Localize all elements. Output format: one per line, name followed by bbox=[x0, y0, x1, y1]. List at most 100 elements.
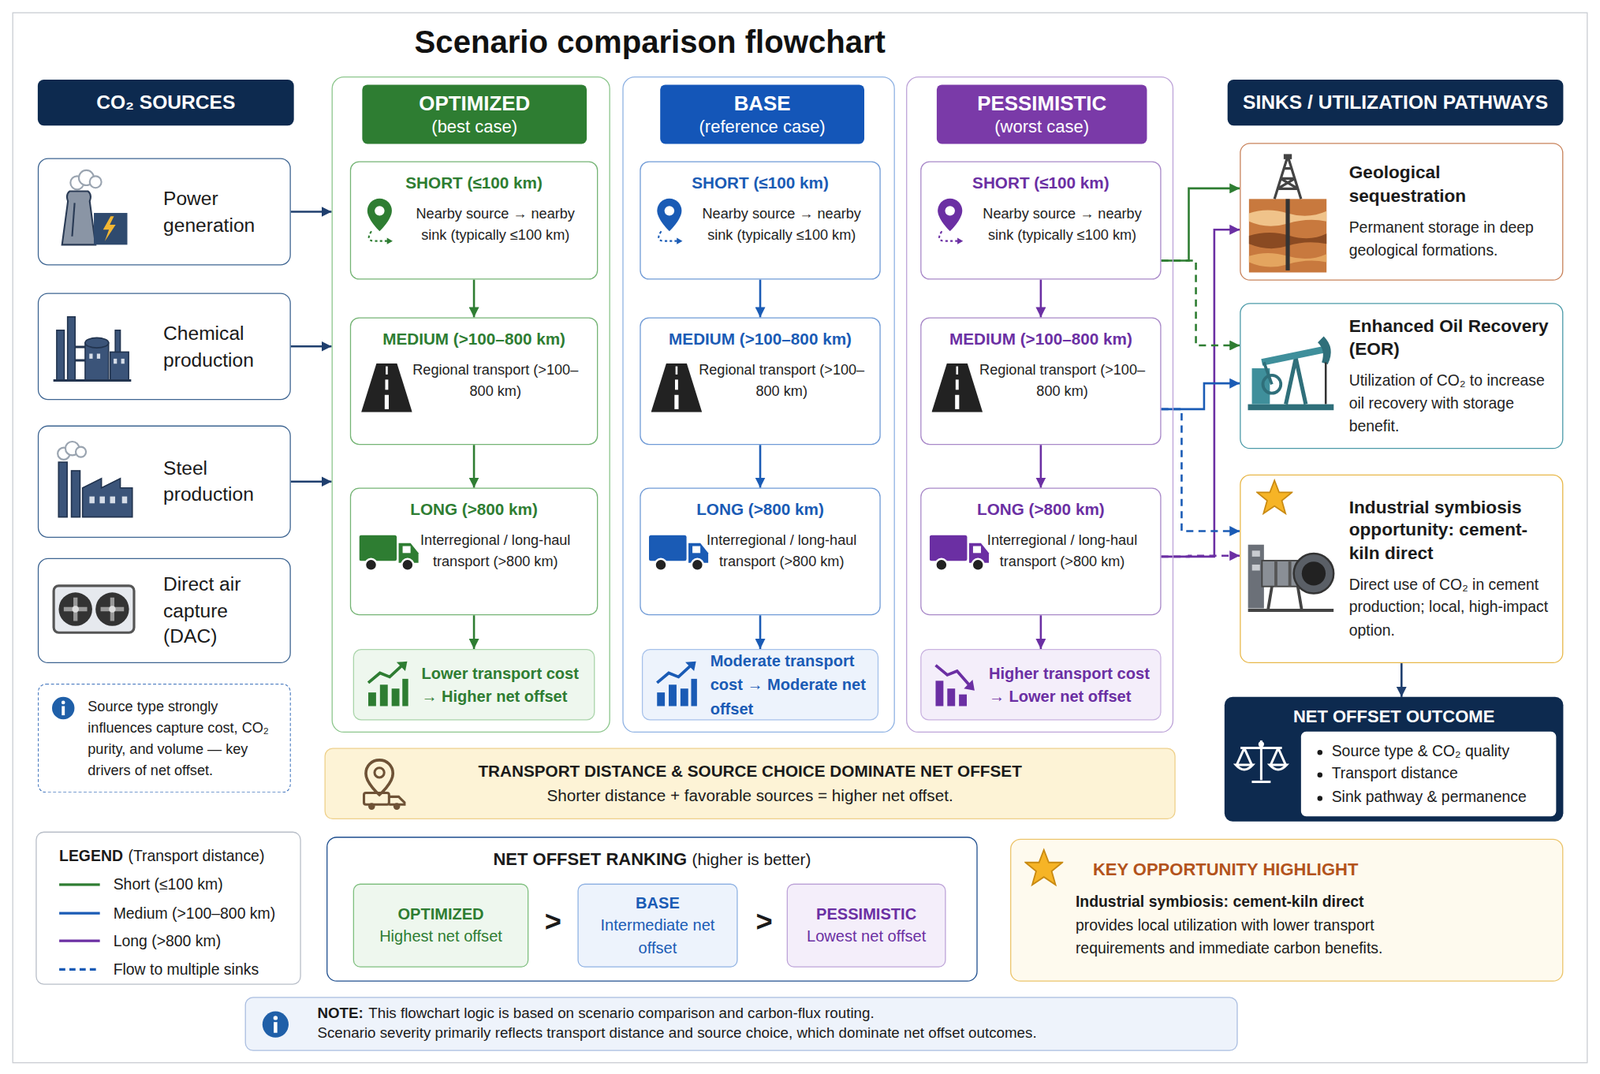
box-text: Nearby source → nearby sink (typically ≤… bbox=[648, 203, 872, 247]
bullet-row: Transport distance bbox=[1317, 762, 1548, 786]
section-header: CO₂ SOURCES bbox=[37, 79, 295, 126]
box-text: provides local utilization with lower tr… bbox=[1075, 913, 1433, 960]
footnote-box: NOTE:This flowchart logic is based on sc… bbox=[245, 996, 1239, 1052]
rising-chart-icon bbox=[366, 660, 410, 709]
connector bbox=[1040, 615, 1043, 649]
info-icon bbox=[261, 1010, 290, 1039]
truck-icon bbox=[929, 530, 992, 574]
legend-text: Flow to multiple sinks bbox=[113, 958, 259, 980]
info-icon bbox=[51, 696, 76, 721]
legend-box: LEGEND(Transport distance)Short (≤100 km… bbox=[35, 831, 301, 985]
rising-chart-icon bbox=[655, 660, 698, 709]
box-text: Regional transport (>100–800 km) bbox=[929, 358, 1153, 402]
legend-sample bbox=[59, 963, 101, 974]
box-text: Steel production bbox=[163, 455, 282, 508]
box-text: Interregional / long-haul transport (>80… bbox=[648, 529, 872, 573]
connector bbox=[473, 444, 476, 488]
box-heading: KEY OPPORTUNITY HIGHLIGHT bbox=[1075, 860, 1547, 881]
falling-chart-icon bbox=[933, 660, 977, 709]
box-text: Nearby source → nearby sink (typically ≤… bbox=[358, 203, 589, 247]
box-heading: OPTIMIZED bbox=[397, 903, 484, 926]
dac-unit-icon bbox=[52, 580, 136, 638]
highlight-box: KEY OPPORTUNITY HIGHLIGHTIndustrial symb… bbox=[1010, 839, 1563, 982]
box-text: Intermediate net offset bbox=[582, 914, 733, 959]
box-heading: PESSIMISTIC bbox=[936, 90, 1148, 116]
rank-box: BASEIntermediate net offset bbox=[577, 883, 738, 968]
box-heading: LONG (>800 km) bbox=[648, 500, 872, 519]
scenario-column: OPTIMIZED(best case) SHORT (≤100 km)Near… bbox=[331, 76, 611, 733]
box-text: CO₂ SOURCES bbox=[96, 91, 235, 114]
box-text: Utilization of CO₂ to increase oil recov… bbox=[1349, 369, 1553, 438]
legend-sample bbox=[59, 936, 101, 947]
distance-box: LONG (>800 km)Interregional / long-haul … bbox=[920, 488, 1161, 616]
distance-box: SHORT (≤100 km) Nearby source → nearby si… bbox=[639, 160, 881, 280]
box-text: Shorter distance + favorable sources = h… bbox=[546, 786, 953, 806]
box-text: Highest net offset bbox=[379, 925, 503, 948]
box-heading: OPTIMIZED bbox=[361, 90, 587, 116]
rank-separator: > bbox=[749, 906, 780, 939]
scenario-column: PESSIMISTIC(worst case) SHORT (≤100 km)N… bbox=[906, 76, 1174, 733]
outcome-box: Higher transport cost → Lower net offset bbox=[920, 648, 1161, 721]
box-text: Regional transport (>100–800 km) bbox=[358, 358, 589, 402]
connector bbox=[1040, 279, 1043, 318]
location-pin-icon bbox=[933, 195, 966, 247]
cement-kiln-icon bbox=[1245, 537, 1336, 617]
box-text: (higher is better) bbox=[692, 850, 812, 869]
list-item: Transport distance bbox=[1331, 762, 1459, 786]
box-text: This flowchart logic is based on scenari… bbox=[368, 1005, 874, 1022]
bullet-row: Sink pathway & permanence bbox=[1317, 785, 1548, 809]
box-text: Direct air capture (DAC) bbox=[163, 571, 282, 651]
location-pin-icon bbox=[652, 195, 686, 247]
box-heading: LONG (>800 km) bbox=[929, 500, 1153, 519]
connector bbox=[290, 345, 332, 348]
bullet-row: Source type & CO₂ quality bbox=[1317, 739, 1548, 763]
source-box: Power generation bbox=[37, 158, 291, 266]
section-header: SINKS / UTILIZATION PATHWAYS bbox=[1227, 79, 1564, 126]
box-heading: PESSIMISTIC bbox=[816, 903, 917, 926]
box-text: (reference case) bbox=[660, 115, 865, 138]
box-text: Permanent storage in deep geological for… bbox=[1349, 216, 1553, 262]
box-heading: TRANSPORT DISTANCE & SOURCE CHOICE DOMIN… bbox=[477, 762, 1022, 781]
connector bbox=[473, 615, 476, 649]
scenario-header: PESSIMISTIC(worst case) bbox=[936, 84, 1148, 144]
legend-text: Short (≤100 km) bbox=[113, 874, 224, 896]
box-heading: BASE bbox=[635, 892, 680, 915]
road-icon bbox=[931, 363, 983, 413]
box-heading: Enhanced Oil Recovery (EOR) bbox=[1349, 314, 1553, 362]
outcome-summary: NET OFFSET OUTCOME Source type & CO₂ qual… bbox=[1224, 697, 1564, 822]
steel-plant-icon bbox=[49, 437, 136, 524]
box-heading: SHORT (≤100 km) bbox=[648, 174, 872, 193]
truck-icon bbox=[648, 530, 711, 574]
connector bbox=[290, 210, 332, 213]
key-message-band: TRANSPORT DISTANCE & SOURCE CHOICE DOMIN… bbox=[324, 748, 1175, 821]
legend-sample bbox=[59, 879, 101, 890]
power-plant-icon bbox=[52, 167, 136, 251]
box-heading: BASE bbox=[660, 90, 865, 116]
road-icon bbox=[361, 363, 413, 413]
box-text: Interregional / long-haul transport (>80… bbox=[358, 529, 589, 573]
box-heading: LONG (>800 km) bbox=[358, 500, 589, 519]
connector bbox=[473, 279, 476, 318]
box-text: Moderate transport cost → Moderate net o… bbox=[710, 648, 870, 720]
source-box: Direct air capture (DAC) bbox=[37, 558, 291, 664]
box-heading: SHORT (≤100 km) bbox=[929, 174, 1153, 193]
bullet-dot bbox=[1317, 772, 1323, 778]
sink-box: Industrial symbiosis opportunity: cement… bbox=[1239, 474, 1563, 664]
box-text: Power generation bbox=[163, 185, 282, 238]
box-heading: MEDIUM (>100–800 km) bbox=[358, 330, 589, 349]
box-text: Lower transport cost → Higher net offset bbox=[421, 660, 586, 709]
connector bbox=[290, 480, 332, 483]
scenario-header: OPTIMIZED(best case) bbox=[361, 84, 587, 144]
bullet-dot bbox=[1317, 795, 1323, 801]
distance-box: SHORT (≤100 km)Nearby source → nearby si… bbox=[920, 160, 1161, 280]
chemical-plant-icon bbox=[49, 302, 134, 387]
rank-box: PESSIMISTICLowest net offset bbox=[786, 883, 947, 968]
connector bbox=[759, 279, 762, 318]
box-heading: Geological sequestration bbox=[1349, 161, 1553, 209]
rank-separator: > bbox=[537, 906, 569, 939]
connector bbox=[1400, 663, 1403, 698]
diagram-title: Scenario comparison flowchart bbox=[343, 24, 956, 62]
factor-list: Source type & CO₂ qualityTransport dista… bbox=[1301, 731, 1557, 817]
box-text: NET OFFSET OUTCOME bbox=[1224, 707, 1564, 728]
